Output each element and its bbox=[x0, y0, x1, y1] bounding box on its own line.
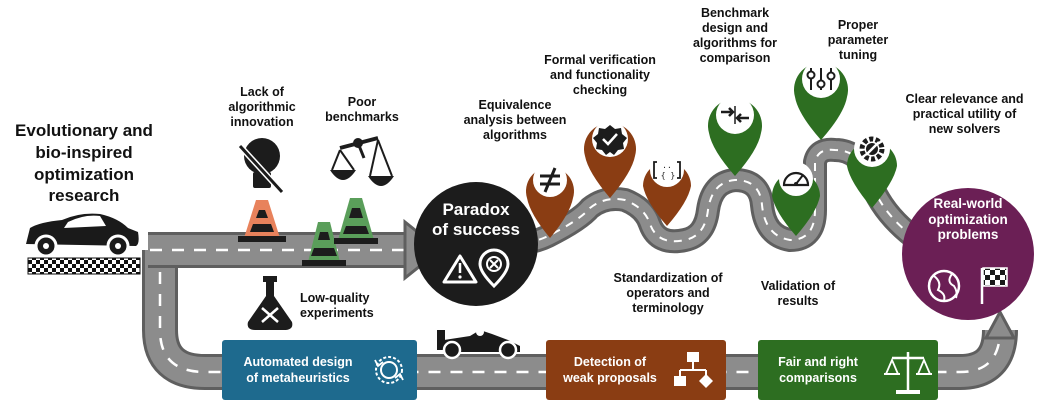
label-line: Lack of bbox=[240, 85, 284, 99]
warning-icon bbox=[442, 254, 478, 284]
flask-x-icon bbox=[247, 276, 293, 330]
paradox-circle bbox=[414, 182, 538, 306]
label-line: practical utility of bbox=[912, 107, 1017, 121]
box-automated bbox=[222, 340, 417, 400]
globe-icon bbox=[927, 269, 961, 303]
label-line: analysis between bbox=[463, 113, 567, 127]
label-relevance: Clear relevance and practical utility of… bbox=[892, 92, 1037, 137]
label-line: Proper bbox=[837, 18, 879, 32]
label-line: algorithms bbox=[483, 128, 547, 142]
label-line: terminology bbox=[632, 301, 704, 315]
pin-validation bbox=[772, 162, 820, 236]
checkered-flag-icon bbox=[980, 267, 1008, 304]
label-equivalence: Equivalence analysis between algorithms bbox=[450, 98, 580, 143]
start-title: Evolutionary and bio-inspired optimizati… bbox=[0, 120, 168, 207]
gauge-icon bbox=[782, 171, 810, 187]
gear-wrench-icon bbox=[859, 136, 885, 162]
label-poor: Poor benchmarks bbox=[310, 95, 414, 125]
paradox-line: Paradox bbox=[442, 200, 510, 219]
label-line: design and bbox=[702, 21, 768, 35]
label-line: comparison bbox=[699, 51, 771, 65]
unbalanced-scale-icon bbox=[330, 136, 394, 186]
location-x-icon bbox=[478, 248, 510, 289]
gear-cycle-icon bbox=[374, 356, 404, 384]
flowchart-icon bbox=[674, 352, 713, 388]
svg-text:{ }: { } bbox=[661, 171, 675, 180]
box-line: comparisons bbox=[779, 370, 857, 385]
label-line: algorithms for bbox=[692, 36, 778, 50]
start-checkered-strip bbox=[27, 257, 141, 275]
label-line: operators and bbox=[626, 286, 710, 300]
main-road bbox=[148, 218, 443, 282]
goal-label: Real-world optimization problems bbox=[910, 196, 1026, 243]
label-line: results bbox=[777, 294, 819, 308]
paradox-line: of success bbox=[432, 219, 520, 239]
label-line: and functionality bbox=[550, 68, 650, 82]
label-line: benchmarks bbox=[325, 110, 399, 124]
label-line: tuning bbox=[838, 48, 878, 62]
label-line: Equivalence bbox=[478, 98, 552, 112]
goal-line: Real-world bbox=[933, 196, 1003, 211]
code-brackets-icon: ·· { } bbox=[653, 161, 681, 180]
lower-road bbox=[142, 250, 1018, 390]
race-car-icon bbox=[437, 328, 520, 360]
label-low: Low-quality experiments bbox=[300, 291, 404, 321]
label-validation: Validation of results bbox=[748, 279, 848, 309]
start-title-line: bio-inspired bbox=[35, 142, 133, 162]
box-line: of metaheuristics bbox=[246, 370, 350, 385]
label-line: Validation of bbox=[760, 279, 836, 293]
start-title-line: optimization bbox=[33, 164, 135, 184]
label-line: Formal verification bbox=[544, 53, 656, 67]
sliders-icon bbox=[806, 68, 836, 90]
box-fair-label: Fair and right comparisons bbox=[762, 355, 874, 386]
box-automated-label: Automated design of metaheuristics bbox=[224, 355, 372, 386]
box-detection-label: Detection of weak proposals bbox=[550, 355, 670, 386]
not-equal-icon bbox=[540, 167, 560, 193]
label-line: Standardization of bbox=[613, 271, 723, 285]
label-line: Clear relevance and bbox=[905, 92, 1024, 106]
compare-arrows-icon bbox=[721, 106, 749, 124]
label-line: experiments bbox=[300, 306, 374, 320]
orange-cone-icon bbox=[238, 200, 286, 242]
box-line: Fair and right bbox=[778, 355, 858, 369]
goal-line: optimization bbox=[928, 211, 1008, 227]
balance-scale-icon bbox=[884, 352, 932, 394]
paradox-label: Paradox of success bbox=[416, 200, 536, 239]
check-badge-icon bbox=[593, 125, 627, 155]
goal-circle bbox=[902, 188, 1034, 320]
label-line: checking bbox=[572, 83, 628, 97]
label-lack: Lack of algorithmic innovation bbox=[210, 85, 314, 130]
box-line: Automated design bbox=[243, 355, 353, 369]
label-standardization: Standardization of operators and termino… bbox=[600, 271, 736, 316]
label-line: algorithmic bbox=[228, 100, 296, 114]
box-line: weak proposals bbox=[563, 370, 657, 385]
label-line: new solvers bbox=[928, 122, 1001, 136]
lightbulb-off-icon bbox=[237, 138, 285, 195]
goal-line: problems bbox=[937, 227, 999, 243]
pin-relevance bbox=[847, 131, 897, 208]
svg-text:··: ·· bbox=[662, 163, 672, 172]
label-line: Benchmark bbox=[700, 6, 770, 20]
start-title-line: research bbox=[48, 186, 120, 206]
sports-car-icon bbox=[26, 213, 139, 258]
label-line: Poor bbox=[347, 95, 377, 109]
label-benchmark: Benchmark design and algorithms for comp… bbox=[680, 6, 790, 66]
box-line: Detection of bbox=[573, 355, 647, 369]
green-cone-icon bbox=[302, 198, 378, 266]
label-tuning: Proper parameter tuning bbox=[808, 18, 908, 63]
label-line: innovation bbox=[230, 115, 294, 129]
label-formal: Formal verification and functionality ch… bbox=[530, 53, 670, 98]
winding-road bbox=[468, 137, 932, 256]
box-fair bbox=[758, 340, 938, 400]
start-title-line: Evolutionary and bbox=[15, 121, 153, 140]
label-line: Low-quality bbox=[300, 291, 370, 305]
label-line: parameter bbox=[827, 33, 889, 47]
